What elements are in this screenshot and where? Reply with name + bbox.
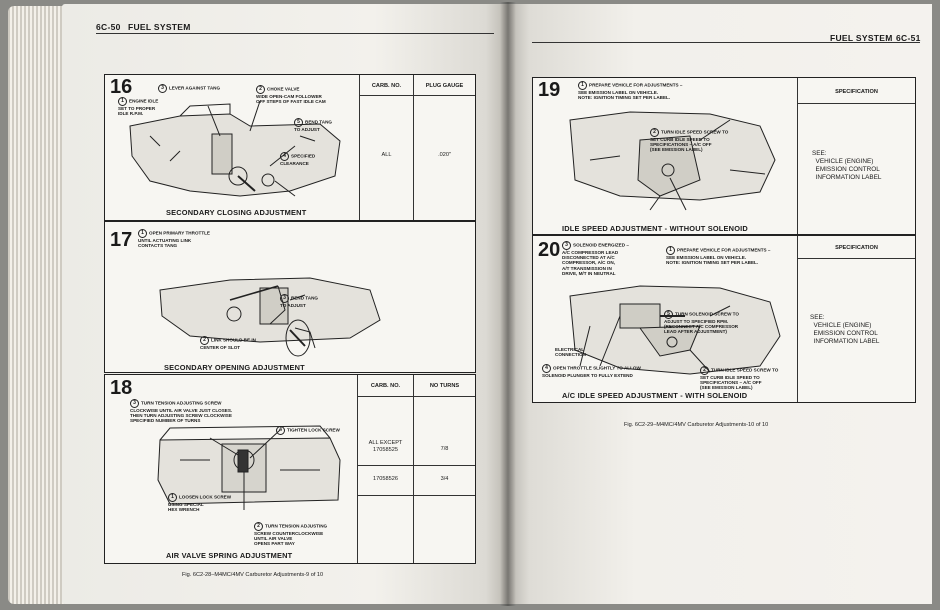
- step18-col-carb: CARB. NO.: [370, 383, 401, 389]
- step18-row1-turns: 7/8: [440, 446, 449, 452]
- step20-spec-header-rule: [797, 258, 915, 259]
- step20-spec-divider: [797, 236, 798, 402]
- right-section-title: FUEL SYSTEM: [830, 33, 893, 43]
- step18-table-row-rule: [357, 465, 475, 466]
- left-header-rule: [96, 33, 494, 34]
- step17-number: 17: [110, 229, 133, 251]
- step20-carburetor-drawing: [569, 285, 781, 375]
- step18-table-header-rule: [357, 396, 475, 397]
- step16-table-divider: [359, 75, 360, 220]
- step20-number: 20: [538, 239, 561, 261]
- step16-col-gauge: PLUG GAUGE: [425, 83, 464, 89]
- left-figure-caption: Fig. 6C2-28–M4MC/4MV Carburetor Adjustme…: [182, 572, 324, 578]
- step17-carburetor-drawing: [159, 277, 381, 357]
- step19-title: IDLE SPEED ADJUSTMENT - WITHOUT SOLENOID: [562, 224, 748, 233]
- step19-carburetor-drawing: [569, 111, 776, 211]
- book-gutter: [500, 2, 516, 606]
- step18-row1-carb: ALL EXCEPT 17058525: [368, 440, 403, 453]
- step18-row2-carb: 17058526: [373, 476, 398, 482]
- step19-spec-header-rule: [797, 103, 915, 104]
- step18-row2-turns: 3/4: [440, 476, 449, 482]
- step16-cell-gauge: .020": [438, 152, 451, 158]
- step16-table-header-rule: [359, 95, 475, 96]
- step16-number: 16: [110, 76, 133, 98]
- step18-number: 18: [110, 377, 133, 399]
- step16-carburetor-drawing: [129, 100, 341, 197]
- step16-table-divider-2: [413, 75, 414, 220]
- step18-col-turns: NO TURNS: [429, 383, 460, 389]
- step19-spec-header: SPECIFICATION: [835, 89, 878, 95]
- step19-spec-text: SEE: VEHICLE (ENGINE) EMISSION CONTROL I…: [812, 150, 882, 181]
- step20-title: A/C IDLE SPEED ADJUSTMENT - WITH SOLENOI…: [562, 391, 748, 400]
- left-section-title: FUEL SYSTEM: [128, 22, 191, 32]
- step18-table-row-rule-2: [357, 495, 475, 496]
- step18-carburetor-drawing: [157, 425, 341, 510]
- step16-cell-carb: ALL: [381, 152, 392, 158]
- step20-spec-header: SPECIFICATION: [835, 245, 878, 251]
- step19-number: 19: [538, 79, 561, 101]
- step16-title: SECONDARY CLOSING ADJUSTMENT: [166, 208, 307, 217]
- right-header-rule: [532, 42, 920, 43]
- left-page-number: 6C-50: [96, 22, 121, 32]
- step19-spec-divider: [797, 78, 798, 234]
- step20-callout-electrical: ELECTRICAL CONNECTION: [555, 347, 586, 358]
- step18-table-divider-2: [413, 375, 414, 563]
- step18-title: AIR VALVE SPRING ADJUSTMENT: [166, 551, 293, 560]
- right-page-number: 6C-51: [896, 33, 921, 43]
- right-figure-caption: Fig. 6C2-29–M4MC/4MV Carburetor Adjustme…: [624, 422, 769, 428]
- step16-col-carb: CARB. NO.: [371, 83, 402, 89]
- step20-spec-text: SEE: VEHICLE (ENGINE) EMISSION CONTROL I…: [810, 314, 880, 345]
- step17-title: SECONDARY OPENING ADJUSTMENT: [164, 363, 305, 372]
- step18-table-divider: [357, 375, 358, 563]
